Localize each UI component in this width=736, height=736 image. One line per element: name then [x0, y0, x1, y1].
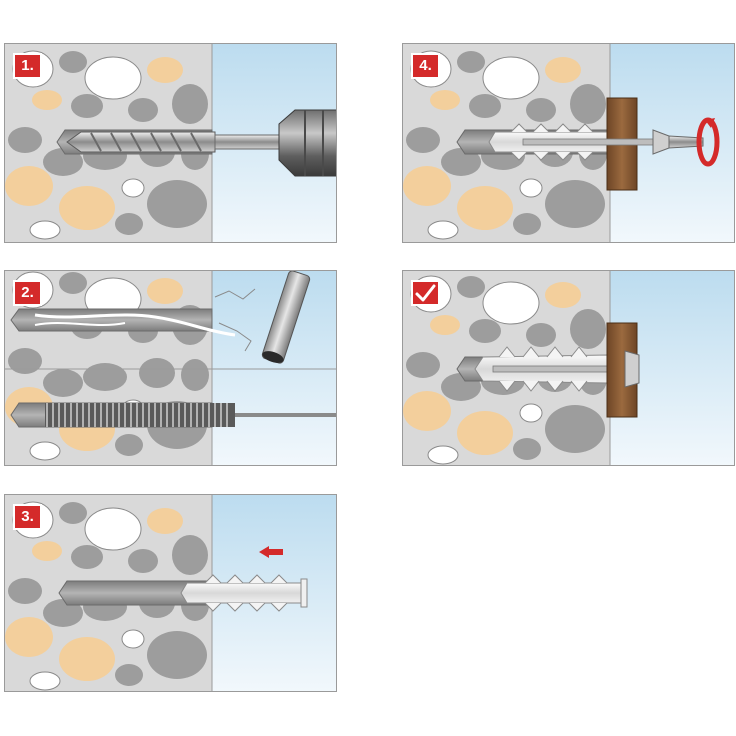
- step-3-illustration: [5, 495, 336, 691]
- step-number-badge: 4.: [411, 53, 440, 79]
- screw-head: [624, 350, 640, 388]
- step-done-illustration: [403, 271, 734, 465]
- checkmark-badge: [411, 280, 440, 306]
- drill-hole: [58, 580, 213, 606]
- drill-chuck: [278, 109, 336, 177]
- cleaning-brush: [10, 402, 336, 428]
- step-3-panel: 3.: [4, 494, 337, 692]
- step-1-illustration: [5, 44, 336, 242]
- step-number-badge: 3.: [13, 504, 42, 530]
- wall-plug: [474, 346, 614, 392]
- step-number-badge: 2.: [13, 280, 42, 306]
- step-2-illustration: [5, 271, 336, 465]
- blow-out-tube: [10, 271, 311, 364]
- step-done-panel: [402, 270, 735, 466]
- drill-bit: [66, 131, 280, 153]
- step-number-badge: 1.: [13, 53, 42, 79]
- step-2-panel: 2.: [4, 270, 337, 466]
- arrow-left-icon: [259, 546, 283, 558]
- step-1-panel: 1.: [4, 43, 337, 243]
- wall-plug: [180, 574, 308, 612]
- rotate-arrow-icon: [696, 117, 720, 167]
- step-4-panel: 4.: [402, 43, 735, 243]
- step-4-illustration: [403, 44, 734, 242]
- checkmark-icon: [415, 284, 436, 302]
- screw: [522, 129, 704, 155]
